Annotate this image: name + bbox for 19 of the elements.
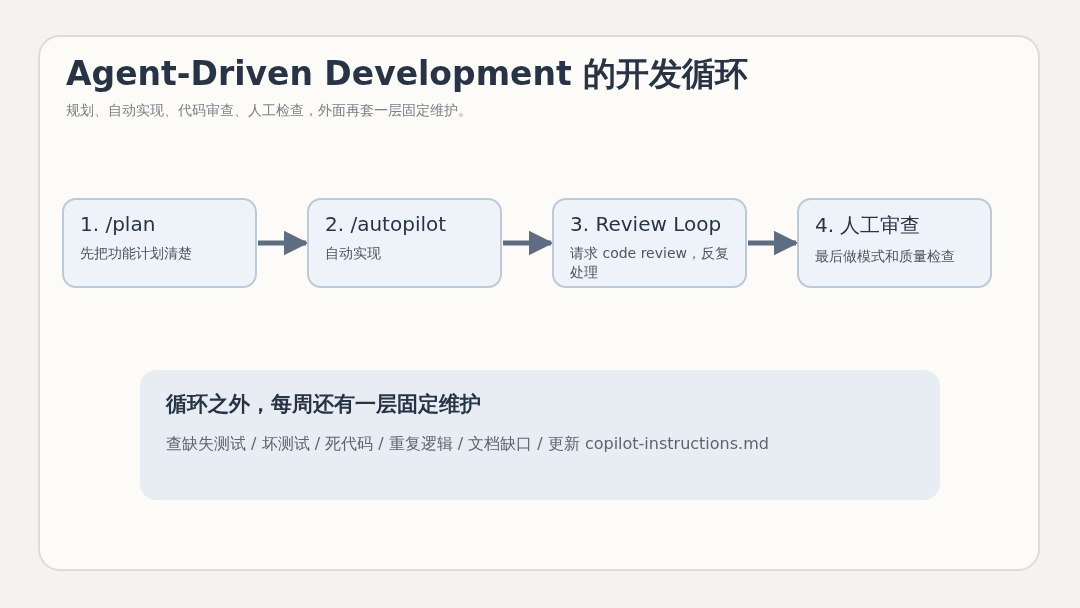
box-heading: 循环之外，每周还有一层固定维护 (166, 391, 482, 418)
step-box (552, 198, 747, 288)
box-text: 先把功能计划清楚 (80, 244, 193, 263)
arrow (503, 230, 554, 256)
step-box (62, 198, 257, 288)
step-box (797, 198, 992, 288)
arrow (258, 230, 309, 256)
title: Agent-Driven Development 的开发循环 (66, 53, 749, 95)
subtitle: 规划、自动实现、代码审查、人工检查，外面再套一层固定维护。 (66, 102, 472, 120)
box-heading: 2. /autopilot (325, 212, 448, 236)
box-heading: 1. /plan (80, 212, 157, 236)
step-box (307, 198, 502, 288)
box-text: 查缺失测试 / 坏测试 / 死代码 / 重复逻辑 / 文档缺口 / 更新 copilot-instructions.md (166, 434, 770, 453)
arrow (748, 230, 799, 256)
box-text: 最后做模式和质量检查 (815, 247, 956, 266)
box-heading: 3. Review Loop (570, 212, 723, 236)
box-text: 请求 code review，反复处理 (570, 244, 729, 282)
box-heading: 4. 人工审查 (815, 212, 922, 239)
box-text: 自动实现 (325, 244, 382, 263)
